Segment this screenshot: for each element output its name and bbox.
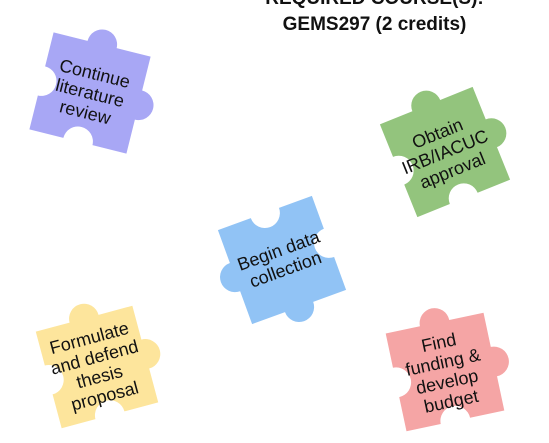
- required-course-heading: REQUIRED COURSE(S): GEMS297 (2 credits): [200, 0, 549, 38]
- puzzle-piece-irb-approval: Obtain IRB/IACUC approval: [367, 74, 523, 230]
- piece-label: Find funding & develop budget: [386, 313, 505, 432]
- heading-line-1: REQUIRED COURSE(S):: [200, 0, 549, 12]
- puzzle-piece-shape: [217, 195, 347, 325]
- puzzle-piece-shape: [29, 29, 154, 154]
- puzzle-piece-shape: [385, 308, 509, 432]
- heading-line-2: GEMS297 (2 credits): [282, 14, 467, 35]
- puzzle-piece-thesis-proposal: Formulate and defend thesis proposal: [24, 294, 171, 441]
- puzzle-piece-data-collection: Begin data collection: [205, 183, 359, 337]
- puzzle-piece-shape: [379, 86, 511, 218]
- puzzle-piece-shape: [35, 303, 161, 429]
- puzzle-piece-literature-review: Continue literature review: [17, 20, 162, 165]
- puzzle-piece-funding-budget: Find funding & develop budget: [374, 301, 516, 443]
